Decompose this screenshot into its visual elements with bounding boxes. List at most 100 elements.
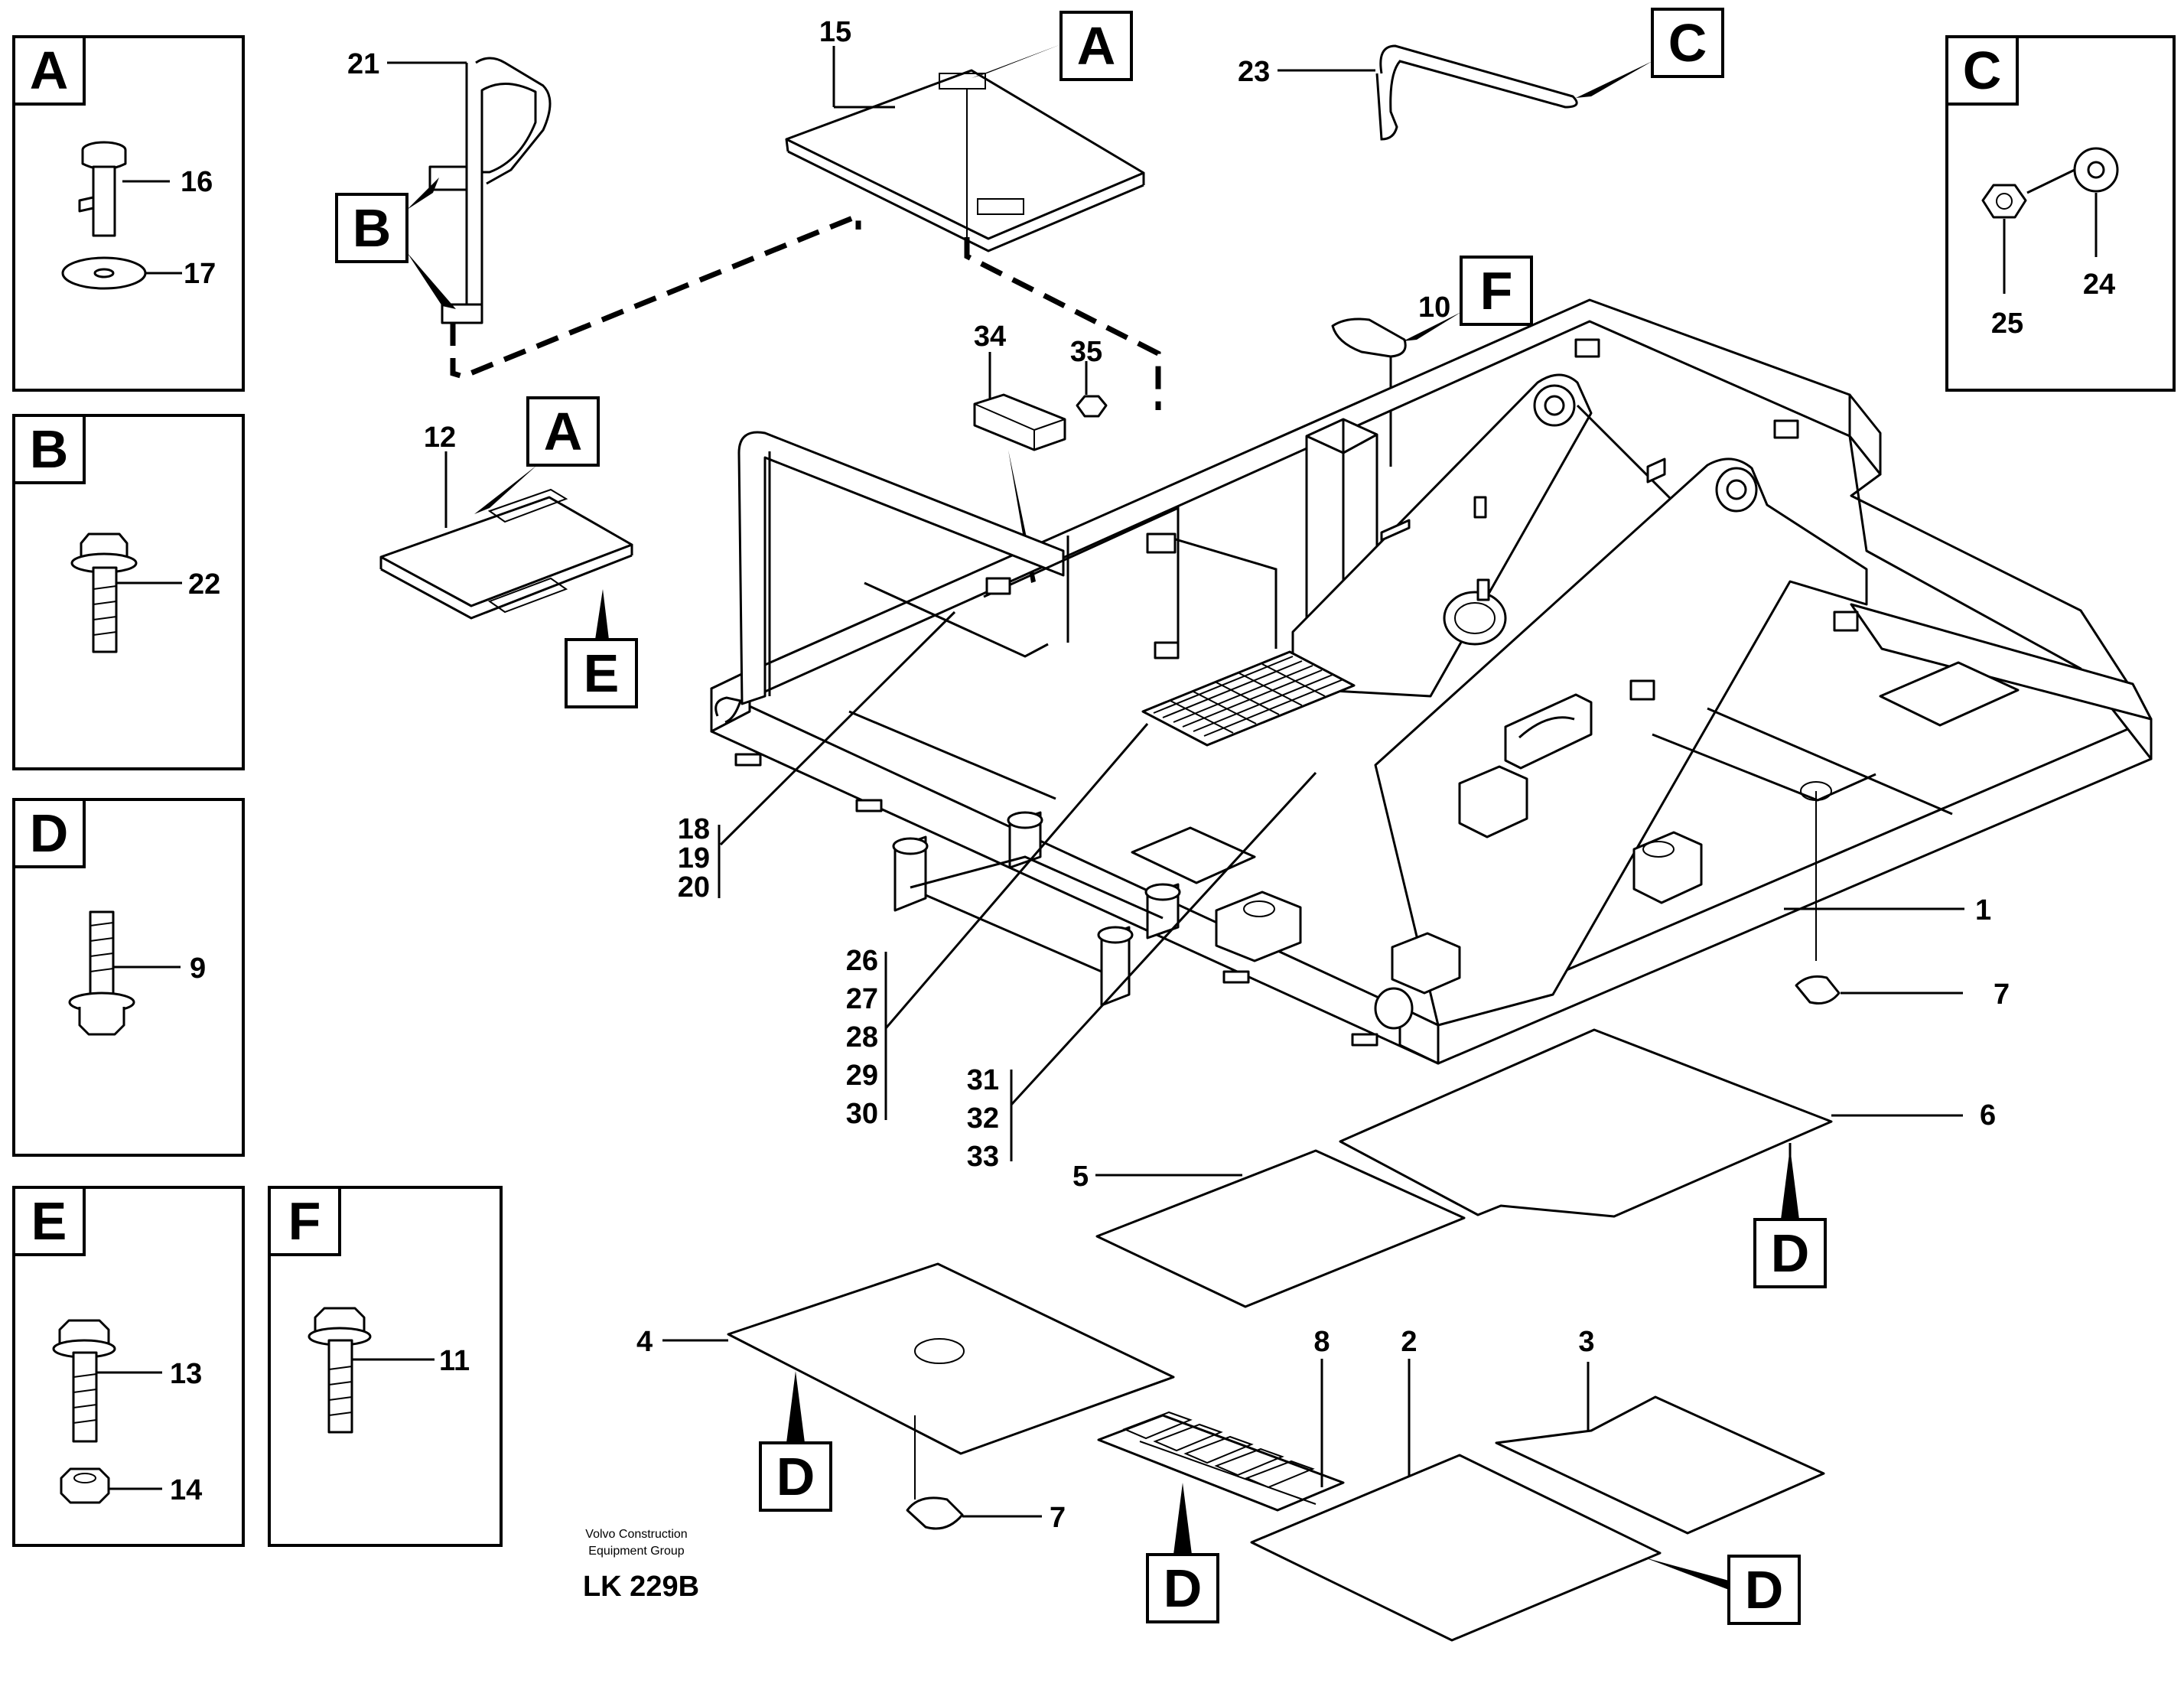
detail-panel-a: A 16 17: [12, 35, 245, 392]
plate-2: [1250, 1359, 1662, 1642]
nut-icon: [60, 1467, 110, 1504]
panel-letter-d: D: [30, 803, 69, 863]
part-number-12: 12: [424, 422, 456, 454]
part-number-25: 25: [1991, 308, 2023, 340]
part-number-33: 33: [967, 1141, 999, 1173]
detail-panel-c: C 25 24: [1945, 35, 2176, 392]
panel-letter-f: F: [288, 1191, 321, 1251]
svg-text:D: D: [776, 1447, 815, 1506]
callout-d-grille: D: [1146, 1483, 1219, 1623]
bolt-icon: [308, 1307, 372, 1434]
panel-letter-a: A: [30, 41, 69, 100]
detail-panel-b: B 22: [12, 414, 245, 770]
leader-31: [1010, 771, 1317, 1106]
part-number-1: 1: [1975, 894, 1991, 926]
part-number-23: 23: [1238, 56, 1270, 88]
nut-icon: [1981, 184, 2027, 219]
grille-8: [1097, 1359, 1345, 1512]
washer-icon: [2073, 147, 2119, 193]
plate-4: [662, 1262, 1175, 1500]
part-number-32: 32: [967, 1102, 999, 1135]
part-number-31: 31: [967, 1064, 999, 1096]
dashed-guide-cover: [964, 237, 1161, 410]
part-number-15: 15: [819, 16, 851, 48]
part-number-13: 13: [170, 1358, 202, 1390]
block-34: [973, 352, 1066, 451]
detail-panel-e: E 13 14: [12, 1186, 245, 1547]
part-number-9: 9: [190, 952, 206, 985]
frame-1: [710, 298, 2153, 1065]
part-number-29: 29: [846, 1060, 878, 1092]
callout-d-plate6: D: [1753, 1148, 1827, 1288]
part-number-30: 30: [846, 1098, 878, 1130]
cover-plate-15: [785, 46, 1145, 252]
part-number-21: 21: [347, 48, 379, 80]
part-number-7a: 7: [1994, 979, 2010, 1011]
part-number-17: 17: [184, 258, 216, 290]
part-number-6: 6: [1980, 1099, 1996, 1132]
svg-text:C: C: [1668, 13, 1707, 73]
callout-b-handle: B: [335, 177, 456, 309]
part-number-11: 11: [439, 1345, 470, 1377]
svg-text:D: D: [1745, 1560, 1784, 1620]
svg-text:D: D: [1771, 1223, 1810, 1283]
part-number-16: 16: [181, 166, 213, 198]
part-number-24: 24: [2083, 269, 2115, 301]
callout-c-handle: C: [1576, 8, 1724, 98]
part-number-22: 22: [188, 568, 220, 601]
callout-f-tab: F: [1403, 256, 1533, 341]
part-number-26: 26: [846, 945, 878, 977]
bolt-icon: [52, 1319, 116, 1443]
part-number-19: 19: [678, 842, 710, 874]
detail-panel-f: F 11: [268, 1186, 503, 1547]
callout-e-step: E: [565, 589, 638, 708]
handle-23: [1278, 44, 1578, 141]
part-number-5: 5: [1072, 1161, 1089, 1193]
part-number-27: 27: [846, 983, 878, 1015]
part-number-2: 2: [1401, 1326, 1417, 1358]
part-number-35: 35: [1070, 336, 1102, 368]
svg-text:A: A: [544, 402, 583, 461]
part-number-20: 20: [678, 871, 710, 904]
part-number-34: 34: [974, 321, 1006, 353]
part-number-7b: 7: [1050, 1502, 1066, 1534]
part-number-3: 3: [1578, 1326, 1594, 1358]
handle-21: [387, 57, 552, 324]
detail-panel-d: D 9: [12, 798, 245, 1157]
part-number-28: 28: [846, 1021, 878, 1053]
step-plate-12: [379, 451, 633, 620]
credit-line-2: Equipment Group: [588, 1545, 685, 1558]
leader-18: [719, 611, 956, 846]
plate-6: [1339, 1028, 1963, 1218]
pin-icon: [78, 141, 127, 237]
part-number-4: 4: [636, 1326, 653, 1358]
credit-line-1: Volvo Construction: [585, 1528, 687, 1541]
cover-7-bottom: [906, 1496, 964, 1530]
stud-bolt-icon: [68, 910, 135, 1036]
panel-letter-e: E: [31, 1191, 67, 1251]
svg-text:B: B: [353, 198, 392, 258]
dashed-guide-handle: [450, 211, 861, 379]
panel-letter-c: C: [1963, 41, 2002, 100]
svg-text:F: F: [1480, 261, 1513, 321]
svg-text:D: D: [1164, 1558, 1203, 1618]
panel-letter-b: B: [30, 419, 69, 479]
callout-d-plate2: D: [1645, 1555, 1801, 1625]
part-number-10: 10: [1418, 291, 1450, 324]
svg-text:A: A: [1077, 16, 1116, 76]
plate-5: [1095, 1149, 1466, 1308]
callout-a-cover: A: [972, 11, 1133, 81]
callout-a-step: A: [474, 396, 600, 514]
leader-26: [884, 723, 1149, 1029]
flange-bolt-icon: [70, 532, 138, 653]
svg-text:E: E: [584, 643, 620, 703]
washer-icon: [61, 256, 147, 290]
part-number-14: 14: [170, 1474, 202, 1506]
drawing-code: LK 229B: [583, 1571, 699, 1603]
part-number-8: 8: [1313, 1326, 1330, 1358]
callout-d-plate4: D: [759, 1371, 832, 1512]
part-number-18: 18: [678, 813, 710, 845]
plate-3: [1495, 1362, 1825, 1535]
cover-7-right: [1795, 975, 1841, 1005]
